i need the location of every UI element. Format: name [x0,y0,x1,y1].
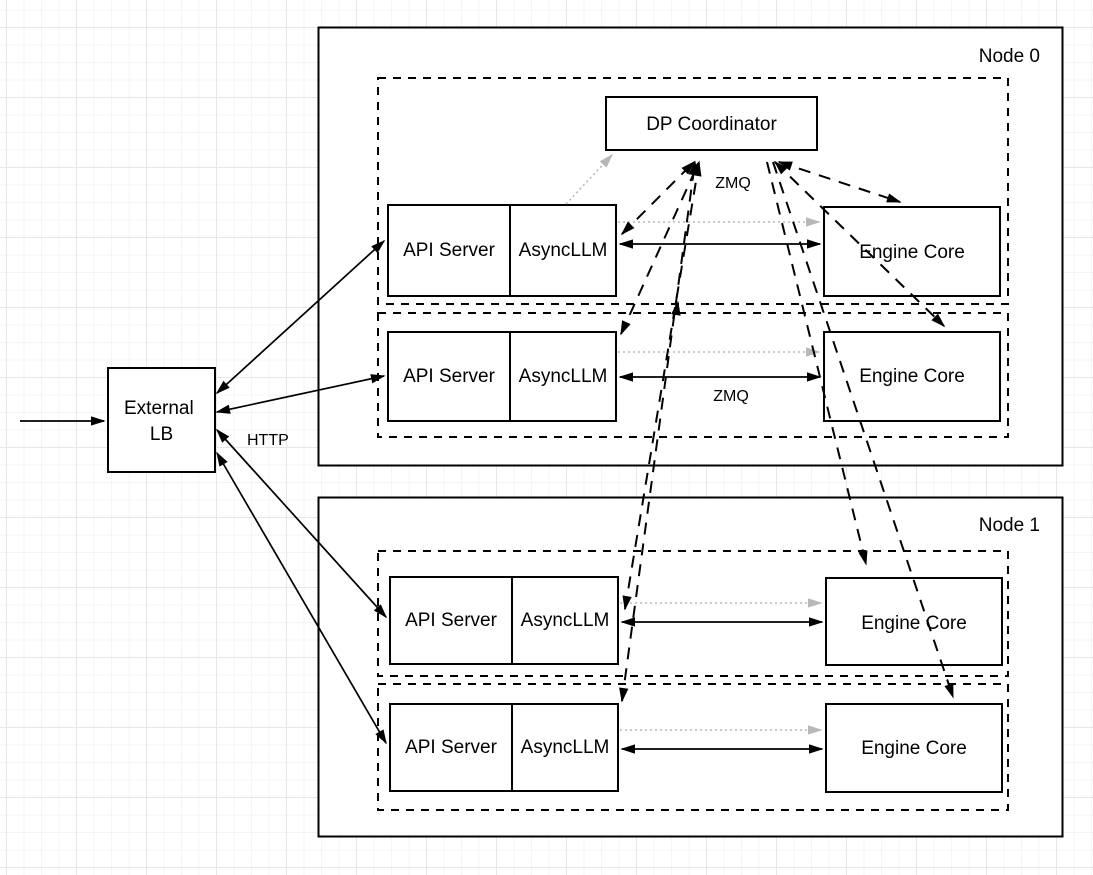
edge-dashed-dpcoordinator-node0-replica1-enginecore [773,160,946,328]
edge-dotted-node0-replica0-asyncllm-dpcoordinator [565,153,614,205]
edge-external-lb-node0-replica1-apiserver [215,374,386,414]
node1-replica1-apiserver-label: API Server [405,737,498,758]
node0-replica0-enginecore-label: Engine Core [859,242,965,263]
external-lb-box [107,367,216,473]
node0-replica0-apiserver-asyncllm-box [387,204,617,297]
node0-replica1-enginecore-box [823,331,1001,422]
http-edge-label: HTTP [247,432,289,449]
edge-dashed-dpcoordinator-node1-replica1-enginecore [772,161,954,699]
zmq-edge-label-coordinator: ZMQ [715,175,751,192]
dp-coordinator-box [605,96,818,151]
edge-external-lb-node1-replica1-apiserver [216,451,387,745]
node0-replica1-asyncllm-label: AsyncLLM [519,366,608,387]
node1-replica1-asyncllm-label: AsyncLLM [521,737,610,758]
dotted-edges [565,153,823,735]
edge-dashed-dpcoordinator-node1-replica0-enginecore [766,161,868,566]
node0-replica0-asyncllm-label: AsyncLLM [519,240,608,261]
node1-replica1-enginecore-label: Engine Core [861,738,967,759]
node0-replica1-apiserver-label: API Server [403,366,496,387]
node1-label: Node 1 [979,515,1040,536]
node1-replica0-apiserver-label: API Server [405,610,498,631]
zmq-edge-label-replica1: ZMQ [713,388,749,405]
edge-labels: HTTP ZMQ ZMQ [247,175,751,449]
node0-replica1-enginecore-label: Engine Core [859,366,965,387]
external-lb-label-line2: LB [150,424,173,445]
edge-dashed-dpcoordinator-node1-replica1-asyncllm [619,160,698,703]
node0-replica1-apiserver-asyncllm-box [387,331,617,422]
node1-replica0-asyncllm-label: AsyncLLM [521,610,610,631]
edge-external-lb-node0-replica0-apiserver [215,239,386,395]
node0-label: Node 0 [979,46,1040,67]
node0-replica0-apiserver-label: API Server [403,240,496,261]
node1-replica0-apiserver-asyncllm-box [389,576,619,665]
external-lb-label: External LB [124,398,199,445]
dp-coordinator-label: DP Coordinator [646,114,777,135]
dashed-edges [619,160,954,703]
external-lb-group: External LB [107,367,216,473]
node1-replica0-enginecore-box [825,577,1003,666]
node0-group: Node 0 DP Coordinator API Server AsyncLL… [317,26,1064,467]
node1-replica0-enginecore-label: Engine Core [861,613,967,634]
node1-group: Node 1 API Server AsyncLLM Engine Core A… [317,496,1064,838]
external-lb-label-line1: External [124,398,194,419]
node1-replica1-enginecore-box [825,703,1003,793]
node1-replica1-apiserver-asyncllm-box [389,703,619,792]
